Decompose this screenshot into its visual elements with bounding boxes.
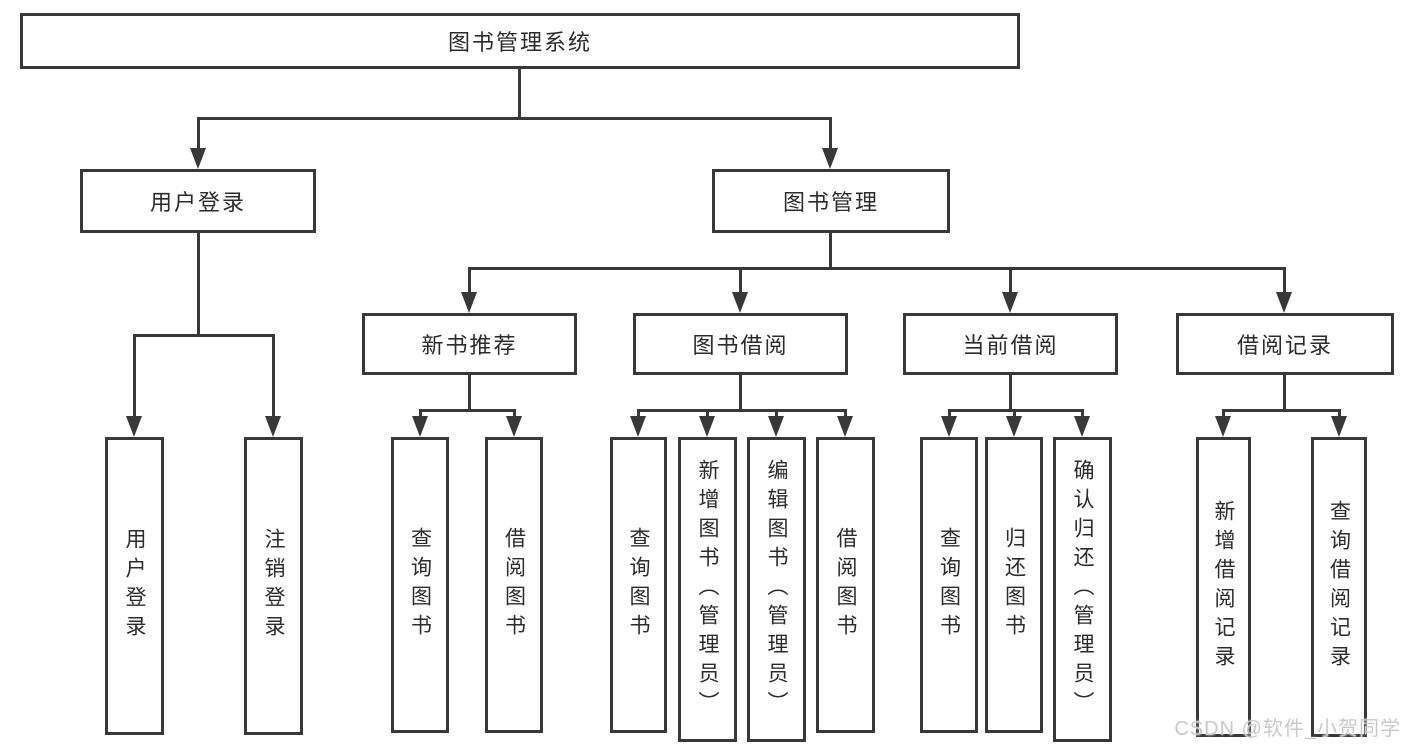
connector-line (1283, 267, 1286, 296)
leaf-label: 新增借阅记录 (1212, 500, 1236, 674)
connector-line (739, 267, 742, 296)
connector-line (513, 409, 516, 419)
connector-line (518, 69, 521, 118)
node-label: 借阅记录 (1236, 333, 1333, 358)
connector-line (706, 409, 709, 419)
leaf-label: 查询图书 (408, 527, 432, 643)
arrowhead-down-icon (126, 416, 142, 437)
leaf-label: 查询图书 (937, 527, 961, 643)
arrowhead-down-icon (630, 416, 646, 437)
arrowhead-down-icon (941, 416, 957, 437)
arrowhead-down-icon (768, 416, 784, 437)
connector-line (1338, 409, 1341, 419)
node-label: 图书管理 (782, 190, 879, 215)
arrowhead-down-icon (1074, 416, 1090, 437)
leaf-borrow-books: 借阅图书 (816, 437, 875, 733)
connector-line (133, 334, 136, 418)
node-label: 新书推荐 (421, 333, 518, 358)
leaf-label: 借阅图书 (834, 527, 858, 643)
connector-line (468, 375, 471, 410)
arrowhead-down-icon (1215, 416, 1231, 437)
leaf-label: 新增图书（管理员） (696, 459, 720, 720)
leaf-edit-books-admin: 编辑图书（管理员） (747, 437, 806, 742)
node-new-book-recommendation: 新书推荐 (362, 313, 577, 375)
leaf-label: 借阅图书 (502, 527, 526, 643)
node-label: 图书管理系统 (447, 30, 592, 55)
connector-line (1222, 409, 1225, 419)
node-user-login: 用户登录 (80, 169, 316, 233)
connector-line (739, 375, 742, 410)
connector-line (1013, 409, 1016, 419)
leaf-return-books: 归还图书 (985, 437, 1043, 733)
connector-line (1081, 409, 1084, 419)
connector-line (197, 233, 200, 335)
leaf-label: 编辑图书（管理员） (765, 459, 789, 720)
connector-line (1283, 375, 1286, 410)
leaf-borrow-books-recommend: 借阅图书 (485, 437, 543, 733)
node-label: 当前借阅 (962, 333, 1059, 358)
node-book-borrowing: 图书借阅 (633, 313, 848, 375)
leaf-confirm-return-admin: 确认归还（管理员） (1053, 437, 1112, 742)
connector-line (1009, 375, 1012, 410)
leaf-query-books-recommend: 查询图书 (391, 437, 449, 733)
connector-line (948, 409, 1084, 412)
leaf-label: 注销登录 (262, 528, 286, 644)
connector-line (419, 409, 516, 412)
node-current-borrowing: 当前借阅 (903, 313, 1118, 375)
leaf-add-borrow-record: 新增借阅记录 (1196, 437, 1251, 737)
arrowhead-down-icon (461, 292, 477, 313)
leaf-label: 查询图书 (627, 527, 651, 643)
watermark: CSDN @软件_小贺同学 (1174, 718, 1401, 740)
leaf-query-borrow-record: 查询借阅记录 (1311, 437, 1367, 737)
arrowhead-down-icon (1331, 416, 1347, 437)
node-book-management: 图书管理 (712, 169, 950, 233)
arrowhead-down-icon (1276, 292, 1292, 313)
arrowhead-down-icon (822, 148, 838, 169)
leaf-query-books-current: 查询图书 (920, 437, 978, 733)
node-label: 用户登录 (149, 190, 246, 215)
arrowhead-down-icon (732, 292, 748, 313)
arrowhead-down-icon (506, 416, 522, 437)
leaf-user-login: 用户登录 (105, 437, 164, 735)
connector-line (948, 409, 951, 419)
leaf-query-books-borrowing: 查询图书 (610, 437, 667, 733)
connector-line (1222, 409, 1341, 412)
connector-line (829, 233, 832, 268)
arrowhead-down-icon (412, 416, 428, 437)
arrowhead-down-icon (837, 416, 853, 437)
arrowhead-down-icon (1002, 292, 1018, 313)
connector-line (637, 409, 640, 419)
leaf-label: 确认归还（管理员） (1071, 459, 1095, 720)
connector-line (419, 409, 422, 419)
node-borrowing-records: 借阅记录 (1176, 313, 1394, 375)
arrowhead-down-icon (699, 416, 715, 437)
leaf-label: 归还图书 (1002, 527, 1026, 643)
connector-line (272, 334, 275, 418)
connector-line (197, 117, 832, 120)
connector-line (829, 117, 832, 152)
node-library-management-system: 图书管理系统 (20, 13, 1020, 69)
connector-line (775, 409, 778, 419)
leaf-add-books-admin: 新增图书（管理员） (678, 437, 737, 742)
connector-line (637, 409, 847, 412)
leaf-label: 用户登录 (123, 528, 147, 644)
leaf-logout-login: 注销登录 (244, 437, 303, 735)
arrowhead-down-icon (1006, 416, 1022, 437)
connector-line (468, 267, 1286, 270)
node-label: 图书借阅 (692, 333, 789, 358)
arrowhead-down-icon (265, 416, 281, 437)
connector-line (133, 334, 274, 337)
leaf-label: 查询借阅记录 (1327, 500, 1351, 674)
connector-line (468, 267, 471, 296)
connector-line (197, 117, 200, 152)
arrowhead-down-icon (190, 148, 206, 169)
connector-line (844, 409, 847, 419)
connector-line (1009, 267, 1012, 296)
